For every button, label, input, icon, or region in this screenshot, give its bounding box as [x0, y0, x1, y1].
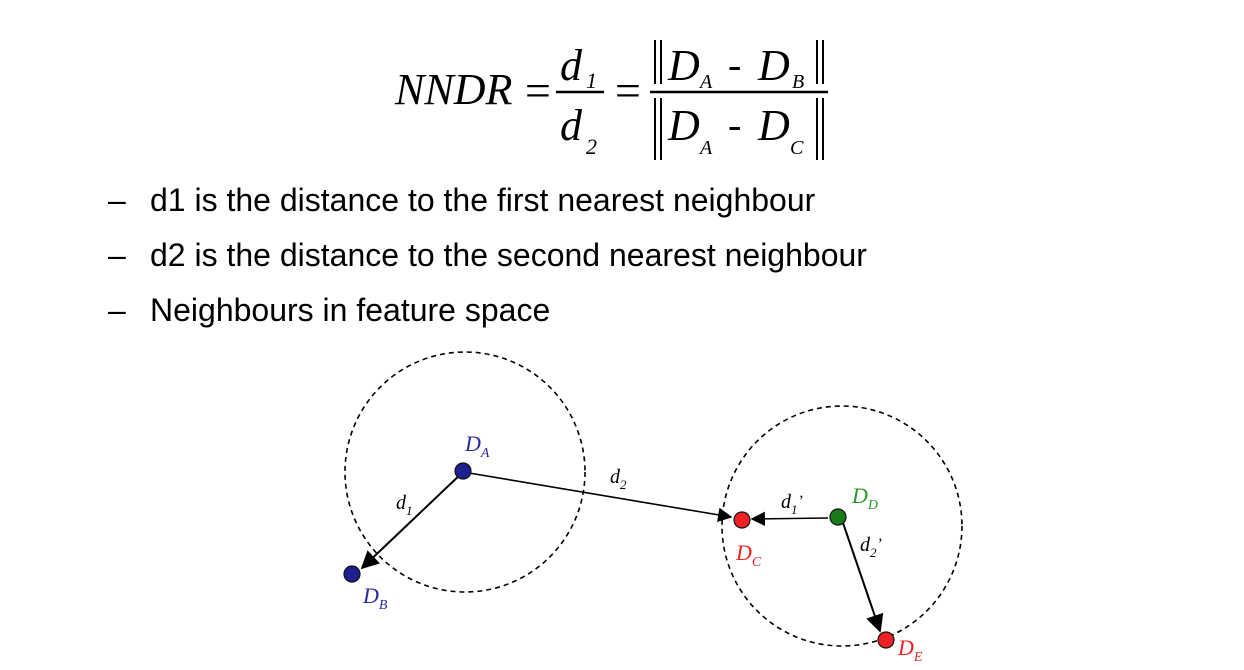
label-d1-prime: d1’ — [781, 491, 803, 517]
formula-equals-1: = — [522, 65, 553, 116]
label-d2-prime: d2’ — [860, 534, 882, 560]
bullet-dash: – — [108, 237, 126, 273]
arrow-d2 — [462, 471, 733, 522]
norm-top-db-sub: B — [792, 71, 804, 93]
point-de — [877, 631, 895, 649]
norm-top — [654, 40, 824, 84]
label-d1: d1 — [396, 492, 413, 518]
bullet-text: d1 is the distance to the first nearest … — [150, 182, 816, 218]
bullet-text: d2 is the distance to the second nearest… — [150, 237, 867, 273]
neighbourhood-circle-left — [344, 351, 586, 593]
bullet-dash: – — [108, 292, 126, 328]
point-dd — [829, 508, 847, 526]
norm-bottom-minus: - — [728, 102, 741, 147]
bullet-item: –d2 is the distance to the second neares… — [108, 233, 867, 288]
fraction-numerator-d: d — [560, 41, 583, 90]
norm-bottom-da: D — [667, 101, 700, 150]
norm-bottom — [654, 98, 824, 160]
norm-bottom-da-sub: A — [698, 137, 713, 159]
label-dc: DC — [735, 540, 762, 570]
bullet-item: –d1 is the distance to the first nearest… — [108, 178, 867, 233]
label-d2: d2 — [610, 466, 627, 492]
label-dd: DD — [851, 483, 878, 513]
arrow-d1-prime — [750, 511, 829, 527]
bullet-dash: – — [108, 182, 126, 218]
arrow-d1 — [360, 471, 464, 570]
norm-top-db: D — [757, 41, 790, 90]
formula-equals-2: = — [612, 65, 643, 116]
fraction-denominator-sub: 2 — [586, 134, 597, 159]
norm-bottom-dc-sub: C — [790, 137, 804, 159]
fraction-denominator-d: d — [560, 101, 583, 150]
point-db — [343, 565, 361, 583]
norm-top-da: D — [667, 41, 700, 90]
nndr-formula: NNDR = d 1 d 2 = D A - D B D A - D C — [394, 40, 828, 160]
bullet-list: –d1 is the distance to the first nearest… — [108, 178, 867, 343]
neighbourhood-circle-right — [721, 405, 963, 647]
label-de: DE — [897, 635, 923, 665]
arrow-d2-prime — [841, 519, 884, 633]
norm-bottom-dc: D — [757, 101, 790, 150]
norm-top-da-sub: A — [698, 71, 713, 93]
point-dc — [733, 511, 751, 529]
norm-top-minus: - — [728, 42, 741, 87]
label-da: DA — [464, 431, 490, 461]
fraction-numerator-sub: 1 — [586, 68, 597, 93]
bullet-text: Neighbours in feature space — [150, 292, 551, 328]
feature-space-diagram: DA DB DC DD DE d1 d2 d1’ d2’ — [343, 351, 963, 665]
point-da — [454, 462, 472, 480]
label-db: DB — [362, 583, 388, 613]
bullet-item: –Neighbours in feature space — [108, 288, 867, 343]
formula-lhs: NNDR — [394, 65, 512, 114]
